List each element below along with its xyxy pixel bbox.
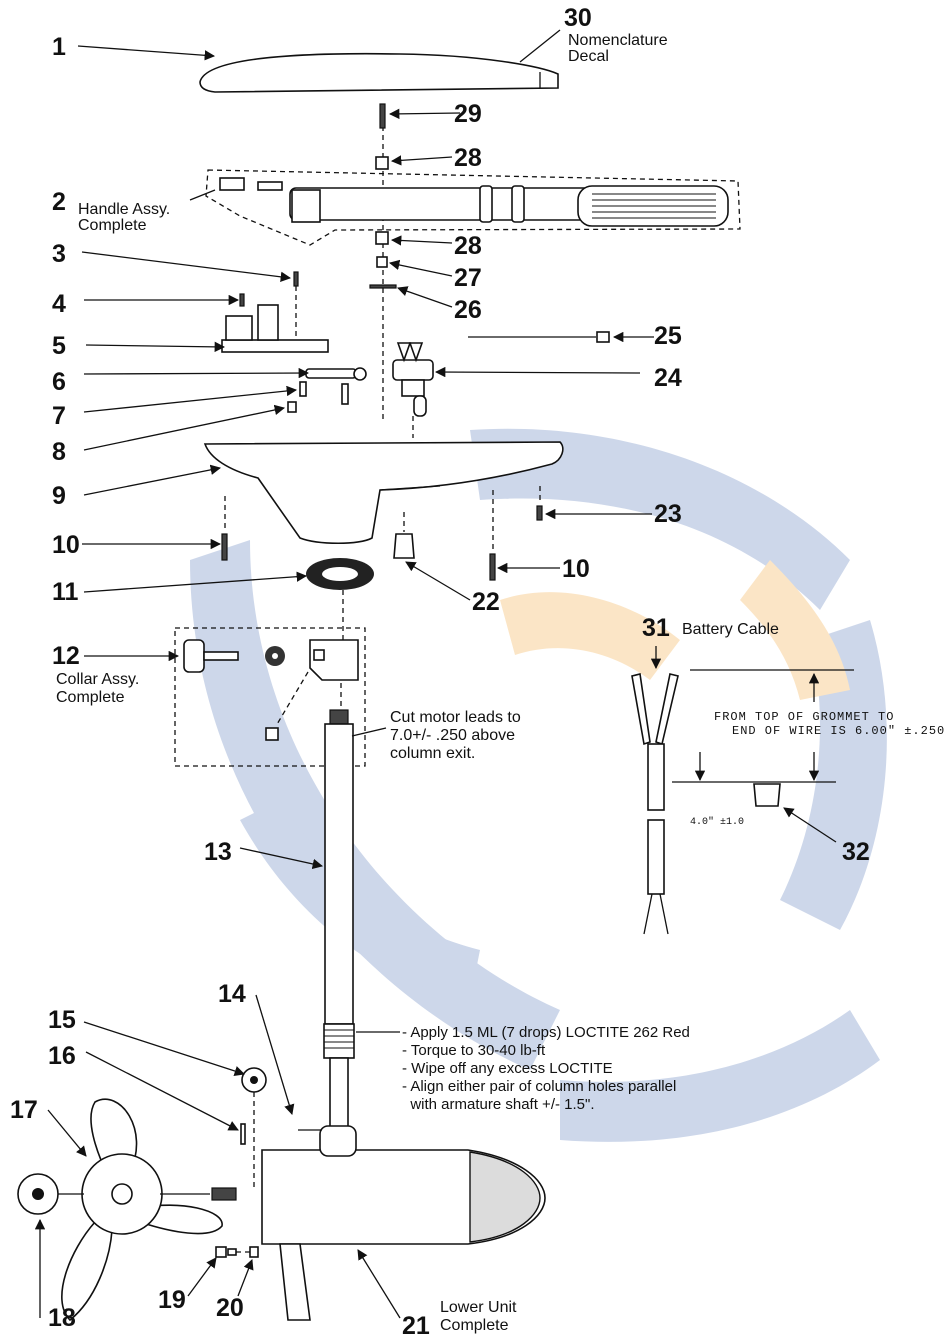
- cut-leads-note-line2: 7.0+/- .250 above: [390, 727, 515, 744]
- part-number-21: 21: [402, 1312, 430, 1337]
- part-number-28: 28: [454, 144, 482, 172]
- part-number-22: 22: [472, 588, 500, 616]
- battery-cable-label: Battery Cable: [682, 621, 779, 638]
- handle-assy-label: Handle Assy.: [78, 201, 170, 218]
- part-number-20: 20: [216, 1294, 244, 1322]
- handle-assembly: [205, 169, 741, 246]
- decal-label: Decal: [568, 48, 609, 65]
- column: [323, 683, 355, 1129]
- loctite-note-line1: - Apply 1.5 ML (7 drops) LOCTITE 262 Red: [402, 1024, 690, 1041]
- nomenclature-label: Nomenclature: [568, 32, 668, 49]
- part-number-25: 25: [654, 322, 682, 350]
- control-board: [221, 271, 329, 353]
- part-number-4: 4: [52, 290, 66, 318]
- loctite-note-line5: with armature shaft +/- 1.5".: [402, 1096, 595, 1113]
- part-number-11: 11: [52, 578, 79, 606]
- switch: [392, 342, 434, 438]
- loctite-note-line3: - Wipe off any excess LOCTITE: [402, 1060, 613, 1077]
- part-number-18: 18: [48, 1304, 76, 1332]
- lower-unit: [261, 1125, 546, 1321]
- part-number-13: 13: [204, 838, 232, 866]
- propeller: [61, 1098, 237, 1322]
- grommet-dimension-line2: END OF WIRE IS 6.00" ±.250: [732, 724, 945, 738]
- battery-cable: [631, 673, 781, 935]
- part-number-3: 3: [52, 240, 66, 268]
- part-number-27: 27: [454, 264, 482, 292]
- collar-assembly: [174, 627, 366, 767]
- lower-unit-complete-label: Complete: [440, 1317, 509, 1334]
- part-number-12: 12: [52, 642, 80, 670]
- part-number-10: 10: [562, 555, 590, 583]
- part-number-6: 6: [52, 368, 66, 396]
- grommet-dimension-line1: FROM TOP OF GROMMET TO: [714, 710, 894, 724]
- part-number-28: 28: [454, 232, 482, 260]
- part-number-8: 8: [52, 438, 66, 466]
- lower-housing: [203, 441, 564, 544]
- part-number-1: 1: [52, 33, 66, 61]
- handle-complete-label: Complete: [78, 217, 147, 234]
- part-number-14: 14: [218, 980, 246, 1008]
- part-number-5: 5: [52, 332, 66, 360]
- lower-unit-label: Lower Unit: [440, 1299, 517, 1316]
- part-number-26: 26: [454, 296, 482, 324]
- loctite-note-line4: - Align either pair of column holes para…: [402, 1078, 676, 1095]
- part-number-7: 7: [52, 402, 66, 430]
- cut-leads-note-line3: column exit.: [390, 745, 475, 762]
- part-number-16: 16: [48, 1042, 76, 1070]
- part-number-17: 17: [10, 1096, 38, 1124]
- part-number-24: 24: [654, 364, 682, 392]
- part-number-10: 10: [52, 531, 80, 559]
- loctite-note-line2: - Torque to 30-40 lb-ft: [402, 1042, 546, 1059]
- part-number-23: 23: [654, 500, 682, 528]
- part-number-31: 31: [642, 614, 670, 642]
- part-number-32: 32: [842, 838, 870, 866]
- top-cover: [199, 52, 559, 93]
- part-number-19: 19: [158, 1286, 186, 1314]
- watermark-logo: [190, 428, 887, 1142]
- part-number-29: 29: [454, 100, 482, 128]
- part-number-30: 30: [564, 4, 592, 32]
- cut-leads-note-line1: Cut motor leads to: [390, 709, 521, 726]
- collar-assy-label: Collar Assy.: [56, 671, 139, 688]
- part-number-2: 2: [52, 188, 66, 216]
- collar-complete-label: Complete: [56, 689, 125, 706]
- part-number-9: 9: [52, 482, 66, 510]
- cable-length-dimension: 4.0" ±1.0: [690, 816, 744, 828]
- part-number-15: 15: [48, 1006, 76, 1034]
